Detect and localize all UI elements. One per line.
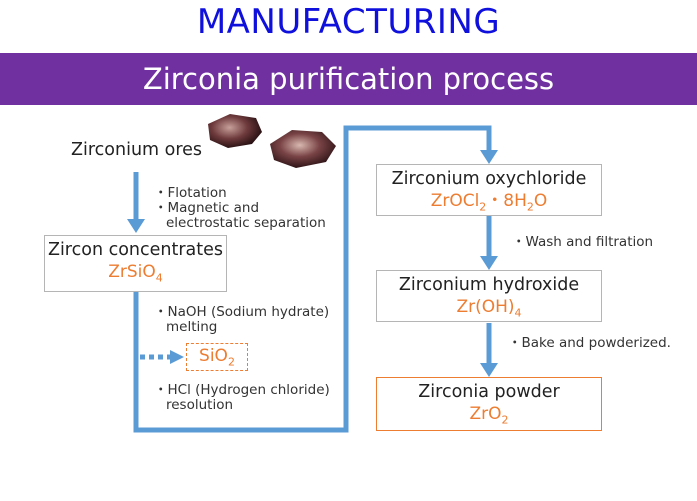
step-box-zirconia-powder: Zirconia powder ZrO2 xyxy=(376,377,602,431)
note-hcl-resolution: ・HCl (Hydrogen chloride) resolution xyxy=(154,382,330,413)
arrowhead-hydroxide xyxy=(480,256,498,270)
step-box-zircon-concentrates: Zircon concentrates ZrSiO4 xyxy=(44,235,227,292)
note-wash-filtration: ・Wash and filtration xyxy=(512,234,654,250)
step-formula: ZrO2 xyxy=(469,404,509,427)
step-name: Zircon concentrates xyxy=(47,240,224,260)
zirconium-ore-image xyxy=(208,114,336,168)
ores-label: Zirconium ores xyxy=(71,140,203,160)
step-formula: ZrOCl2・8H2O xyxy=(430,191,548,214)
arrowhead-oxychloride xyxy=(480,150,498,164)
ore-rock-1 xyxy=(208,114,262,148)
banner-title: Zirconia purification process xyxy=(142,62,555,96)
byproduct-sio2: SiO2 xyxy=(186,343,248,371)
ore-rock-2 xyxy=(270,130,336,168)
arrowhead-powder xyxy=(480,363,498,377)
step-name: Zirconia powder xyxy=(418,382,560,402)
connector-loop xyxy=(133,125,492,433)
arrowhead-zircon xyxy=(127,219,145,233)
page-title: MANUFACTURING xyxy=(196,2,501,42)
note-ore-processing: ・Flotation ・Magnetic and electrostatic s… xyxy=(154,185,326,231)
step-name: Zirconium oxychloride xyxy=(391,169,587,189)
note-bake-powderized: ・Bake and powderized. xyxy=(508,335,671,351)
step-box-zirconium-oxychloride: Zirconium oxychloride ZrOCl2・8H2O xyxy=(376,164,602,216)
step-box-zirconium-hydroxide: Zirconium hydroxide Zr(OH)4 xyxy=(376,270,602,322)
arrowhead-sio2 xyxy=(170,350,184,364)
step-formula: ZrSiO4 xyxy=(108,262,163,285)
title-banner xyxy=(0,53,697,105)
step-formula: Zr(OH)4 xyxy=(456,297,522,320)
step-name: Zirconium hydroxide xyxy=(398,275,580,295)
note-naoh-melting: ・NaOH (Sodium hydrate) melting xyxy=(154,304,330,335)
